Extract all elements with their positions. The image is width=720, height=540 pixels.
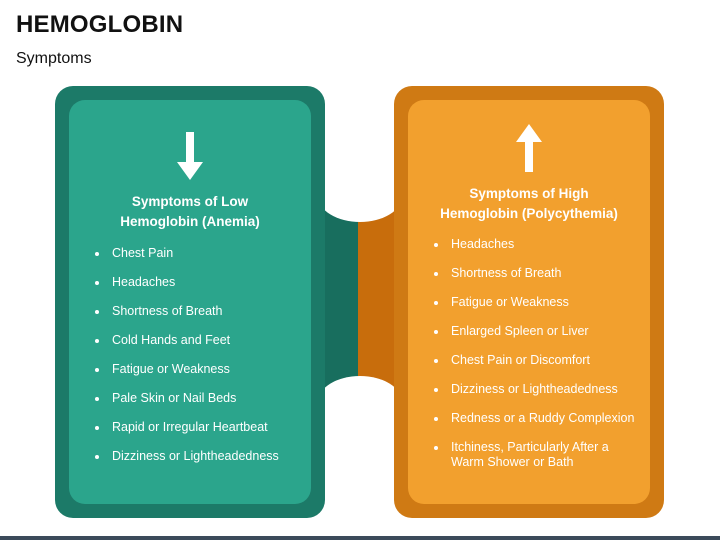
list-item: Dizziness or Lightheadedness [434,382,638,397]
list-item: Shortness of Breath [95,304,299,319]
list-item: Cold Hands and Feet [95,333,299,348]
list-item: Itchiness, Particularly After a Warm Sho… [434,440,638,470]
list-item: Headaches [95,275,299,290]
slide-subtitle: Symptoms [16,50,92,67]
list-item: Chest Pain or Discomfort [434,353,638,368]
high-panel-heading-line1: Symptoms of High [469,186,589,201]
up-arrow-icon [516,124,542,172]
high-hemoglobin-card: Symptoms of High Hemoglobin (Polycythemi… [408,100,650,504]
high-panel-heading: Symptoms of High Hemoglobin (Polycythemi… [408,184,650,224]
low-panel-heading-line2: Hemoglobin (Anemia) [120,214,260,229]
high-panel-heading-line2: Hemoglobin (Polycythemia) [440,206,618,221]
list-item: Rapid or Irregular Heartbeat [95,420,299,435]
low-symptom-list: Chest Pain Headaches Shortness of Breath… [95,246,299,478]
low-hemoglobin-panel: Symptoms of Low Hemoglobin (Anemia) Ches… [55,86,325,518]
list-item: Headaches [434,237,638,252]
list-item: Fatigue or Weakness [95,362,299,377]
low-panel-heading: Symptoms of Low Hemoglobin (Anemia) [69,192,311,232]
low-hemoglobin-card: Symptoms of Low Hemoglobin (Anemia) Ches… [69,100,311,504]
high-hemoglobin-panel: Symptoms of High Hemoglobin (Polycythemi… [394,86,664,518]
list-item: Shortness of Breath [434,266,638,281]
list-item: Redness or a Ruddy Complexion [434,411,638,426]
low-panel-heading-line1: Symptoms of Low [131,194,249,209]
list-item: Fatigue or Weakness [434,295,638,310]
connector-left [318,210,362,388]
high-symptom-list: Headaches Shortness of Breath Fatigue or… [434,237,638,484]
list-item: Chest Pain [95,246,299,261]
list-item: Enlarged Spleen or Liver [434,324,638,339]
slide-title: HEMOGLOBIN [16,11,184,38]
list-item: Pale Skin or Nail Beds [95,391,299,406]
footer-bar [0,536,720,540]
list-item: Dizziness or Lightheadedness [95,449,299,464]
down-arrow-icon [177,132,203,180]
